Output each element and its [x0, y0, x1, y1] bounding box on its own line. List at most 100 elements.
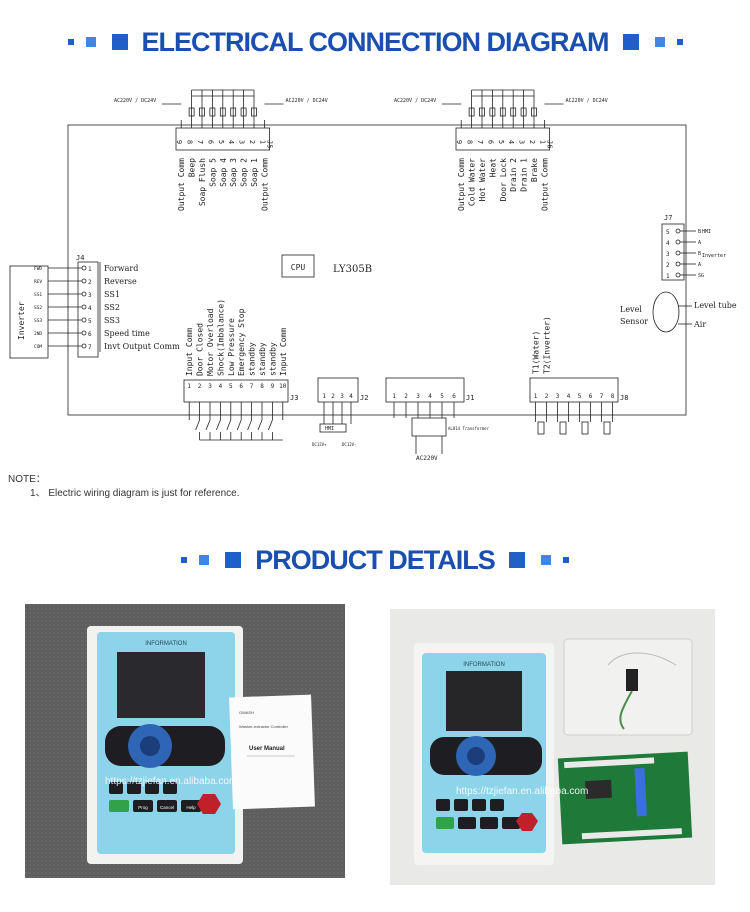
prog-key [458, 817, 476, 829]
pcb-connector [581, 828, 682, 840]
j3-pin-label: Low Pressure [227, 318, 236, 376]
start-key [109, 800, 129, 812]
j5-pin-label: Soap 2 [240, 158, 249, 187]
j1-pin-number: 4 [428, 393, 432, 400]
j6-pin-number: 8 [466, 140, 474, 144]
j1-pin-number: 2 [404, 393, 408, 400]
section-banner-product: PRODUCT DETAILS [0, 540, 750, 580]
j4-pin-label: Speed time [104, 329, 150, 338]
prog-key [133, 800, 153, 812]
j6-pin-number: 3 [518, 140, 526, 144]
j5-pin-number: 8 [186, 140, 194, 144]
j5-pin-label: Soap Flush [198, 158, 207, 206]
j5-supply-left: AC220V / DC24V [114, 98, 156, 104]
knob-center [140, 736, 160, 756]
j5-pin-number: 4 [227, 140, 235, 144]
j8-label-t1: T1(Water) [532, 331, 541, 374]
j2-pin-number: 4 [349, 393, 353, 400]
decor-square [540, 555, 551, 565]
j3-pin-number: 5 [229, 383, 233, 390]
j6-pin-number: 6 [486, 140, 494, 144]
level-sensor-label: Level [620, 305, 642, 314]
j3-switch [268, 419, 273, 431]
j3-pin-label: Input Comm [185, 328, 194, 376]
j7-pin-label: B [698, 229, 701, 235]
decor-square [508, 552, 525, 568]
j5-relay-contact [209, 107, 216, 117]
j1-name: J1 [466, 394, 474, 402]
j4-pin-label: SS2 [104, 303, 120, 312]
j5-pin-label: Soap 5 [208, 158, 217, 187]
j8-pin-number: 3 [556, 393, 560, 400]
manual-title: User Manual [249, 746, 285, 752]
j3-switch [236, 419, 242, 431]
j3-pin-number: 3 [208, 383, 212, 390]
j6-relay-contact [531, 107, 537, 117]
decor-square [85, 37, 96, 47]
j6-pin-number: 4 [507, 140, 515, 144]
j7-pin-label: A [698, 262, 701, 268]
j8-label-t2: T2(Inverter) [543, 316, 552, 374]
inverter-terminal-label: REV [34, 279, 42, 285]
j5-pin-number: 1 [258, 140, 266, 144]
j5-relay-contact [188, 107, 195, 117]
j5-relay-contact [219, 107, 226, 117]
j3-pin-number: 7 [250, 383, 254, 390]
j2-pin-number: 2 [331, 393, 335, 400]
j8-pin-number: 8 [611, 393, 615, 400]
j3-pin-label: standby [258, 342, 267, 376]
stop-key [516, 813, 538, 831]
j5-pin-number: 5 [217, 140, 225, 144]
j4-pin-label: SS1 [104, 290, 120, 299]
transformer [411, 417, 447, 437]
j4-pin-terminal [81, 317, 87, 323]
level-sensor [652, 291, 680, 333]
sensor-wire [607, 652, 677, 666]
photo-illustration: INFORMATION Prog Cancel Help GWASH Washe… [25, 604, 345, 878]
product-photo-panel-manual: INFORMATION Prog Cancel Help GWASH Washe… [25, 604, 345, 878]
j8-pin-number: 2 [545, 393, 549, 400]
j5-pin-label: Output Comm [177, 158, 186, 211]
j1-pin-number: 6 [452, 393, 456, 400]
level-sensor [626, 669, 638, 691]
start-key [436, 817, 454, 829]
j5-pin-number: 7 [196, 140, 204, 144]
ac-supply-label: AC220V [416, 455, 438, 462]
j6-pin-label: Hot Water [478, 158, 487, 202]
transformer-label: AL814 Transformer [448, 426, 490, 431]
pcb-board [557, 751, 693, 845]
j2-pin-number: 3 [340, 393, 344, 400]
j5-relay-contact [199, 107, 205, 117]
section-title: PRODUCT DETAILS [255, 544, 495, 575]
thermistor [581, 421, 589, 435]
keypad-key [163, 782, 177, 794]
j7-pin-number: 3 [666, 251, 670, 258]
j4-pin-number: 3 [88, 292, 92, 299]
j5-pin-label: Output Comm [260, 158, 269, 211]
j8-pin-number: 1 [534, 393, 538, 400]
j7-inverter-label: Inverter [702, 253, 726, 259]
inverter-terminal-label: COM [34, 344, 42, 350]
j3-switch [205, 419, 211, 431]
board-outline [67, 124, 687, 416]
decor-square [225, 552, 242, 568]
user-manual [229, 694, 315, 810]
j3-switch [247, 419, 252, 431]
j1-pin-number: 5 [440, 393, 444, 400]
decor-square [562, 557, 569, 563]
j8-pin-number: 6 [589, 393, 593, 400]
j4-pin-terminal [81, 278, 87, 284]
help-label: Help [186, 805, 196, 810]
keypad-key [145, 782, 159, 794]
j5-pin-number: 6 [206, 140, 214, 144]
j3-pin-label: Emergency Stop [237, 308, 246, 376]
j7-pin-terminal [675, 261, 681, 267]
inverter-terminal-label: 2ND [34, 331, 42, 337]
pcb-chip [585, 779, 612, 800]
j7-pin-terminal [675, 250, 681, 256]
j5-pin-number: 9 [175, 140, 183, 144]
j7-pin-label: A [698, 240, 701, 246]
cpu-label: CPU [291, 263, 306, 272]
j2-hmi-label: HMI [325, 426, 334, 432]
